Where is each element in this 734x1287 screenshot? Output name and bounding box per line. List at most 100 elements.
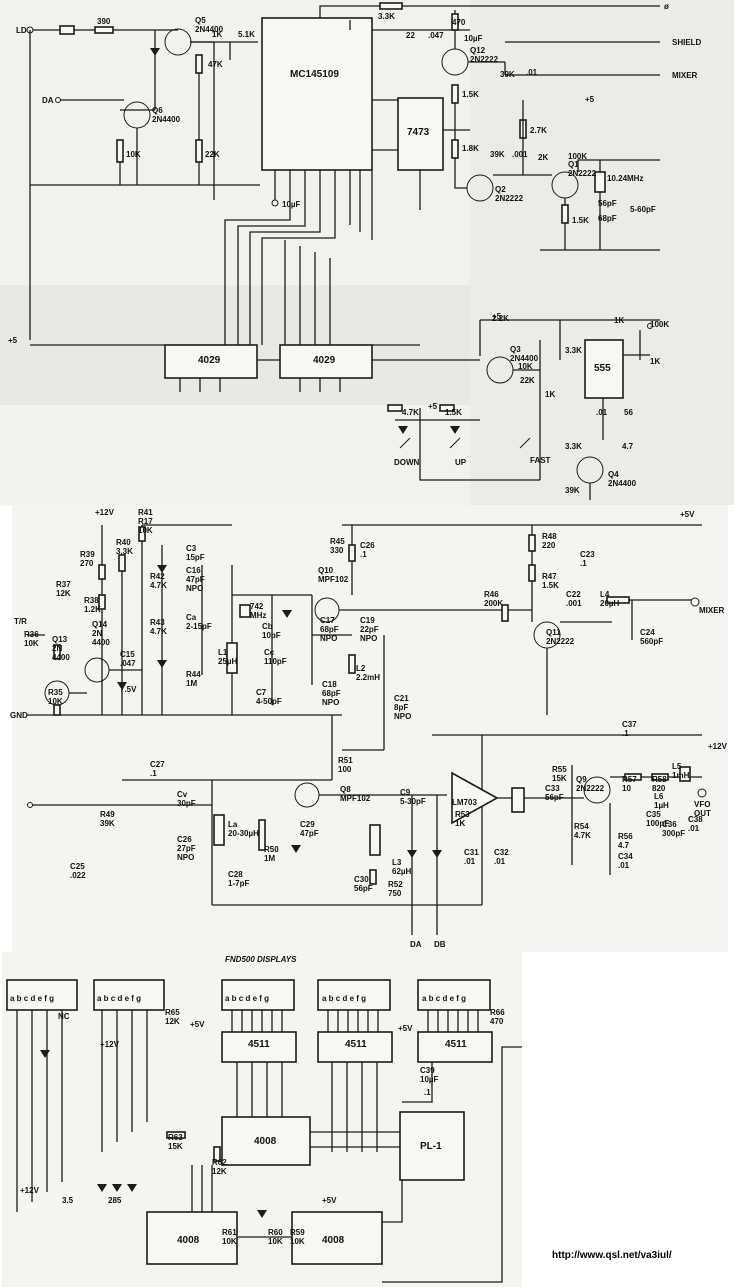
display-schematic-svg (6, 979, 522, 1283)
ic-pl-1 (399, 1111, 465, 1181)
inductor-l4 (606, 596, 630, 604)
transistor-q14 (84, 657, 110, 683)
q13-q14-wires (27, 545, 233, 715)
diode-i (257, 1210, 267, 1218)
diode-b (157, 660, 167, 668)
resistor-1-5k-b (439, 404, 455, 412)
q1-q2-wires (454, 100, 660, 251)
inductor-l3 (369, 824, 381, 856)
display-4 (317, 979, 391, 1011)
led-symbol (59, 25, 75, 35)
resistor-1-8k (451, 139, 459, 159)
diode-e (40, 1050, 50, 1058)
resistor-r40 (118, 554, 126, 572)
ic-555 (584, 339, 624, 399)
c10uf-symbol (271, 199, 279, 207)
jfet-q10 (314, 597, 340, 623)
input-terminal (27, 802, 33, 808)
mc145109-pins (274, 170, 373, 240)
resistor-r63 (166, 1131, 186, 1139)
mixer-output-jack (690, 597, 700, 607)
resistor-r62 (213, 1146, 221, 1162)
zener-7-5v (117, 682, 127, 690)
inductor-l5 (679, 766, 691, 782)
vfo-out-jack (697, 788, 707, 798)
pll-schematic-svg (0, 0, 734, 505)
timer-wires (395, 319, 660, 500)
q5-wires (120, 30, 215, 200)
resistor-1-5k (451, 84, 459, 104)
resistor-r45 (348, 544, 356, 562)
display-3 (221, 979, 295, 1011)
vfo-rails (27, 524, 702, 716)
mc145109-top-wires (319, 5, 660, 31)
resistor-r46 (501, 604, 509, 622)
resistor-r57 (624, 773, 642, 781)
resistor-3-3k (379, 2, 403, 10)
q9-wires (497, 765, 702, 875)
ic-4008-a (221, 1116, 311, 1166)
ic-4008-c (291, 1211, 383, 1265)
resistor-r48 (528, 534, 536, 552)
diode-c (282, 610, 292, 618)
diode-a (157, 565, 167, 573)
left-display-wires (16, 1010, 148, 1212)
resistor-r58 (651, 773, 669, 781)
q11-wires (531, 599, 692, 715)
display-5 (417, 979, 491, 1011)
display-2 (93, 979, 165, 1011)
switch-contacts (399, 437, 531, 449)
transistor-q13 (44, 680, 70, 706)
transistor-q12 (441, 48, 469, 76)
7473-wires (372, 99, 470, 210)
ic-4029-left (164, 344, 258, 379)
diode-q5 (150, 48, 160, 56)
ic-mc145109 (261, 17, 373, 171)
terminal-100k (647, 323, 653, 329)
diode-up (450, 426, 460, 434)
ic-7473 (397, 97, 444, 171)
resistor-r52 (369, 869, 377, 885)
pll-synthesizer-panel (0, 0, 734, 505)
ic-lm703 (451, 771, 499, 825)
da-terminal (55, 97, 61, 103)
inductor-l1 (226, 642, 238, 674)
vfo-schematic-svg (27, 524, 707, 935)
vfo-panel (12, 505, 728, 952)
resistor-r39 (98, 564, 106, 580)
diode-g (112, 1184, 122, 1192)
ic-4511-b (317, 1031, 393, 1063)
ic-4008-b (146, 1211, 238, 1265)
resistor-1-5k-q1 (561, 204, 569, 224)
resistor-r50 (258, 819, 266, 851)
ic-4511-a (221, 1031, 297, 1063)
inductor-l2 (348, 654, 356, 674)
resistor-r47 (528, 564, 536, 582)
display-segment-wires (231, 1010, 479, 1032)
ic-4511-c (417, 1031, 493, 1063)
background-text-column (470, 0, 734, 505)
diode-h (127, 1184, 137, 1192)
resistor-4-7k (387, 404, 403, 412)
inductor-la (213, 814, 225, 846)
transistor-q9 (583, 776, 611, 804)
transistor-q5 (164, 28, 192, 56)
resistor-r35 (53, 704, 61, 716)
display-panel (2, 952, 522, 1287)
source-url[interactable]: http://www.qsl.net/va3iul/ (552, 1250, 672, 1261)
q8-out-wires (319, 794, 447, 935)
transformer-t1 (511, 787, 525, 813)
resistor-390 (94, 26, 114, 34)
resistor-10k (116, 139, 124, 163)
resistor-r41 (138, 526, 146, 542)
resistor-47k (195, 54, 203, 74)
4008-wires (191, 1046, 522, 1283)
diode-down (398, 426, 408, 434)
crystal-742mhz (239, 604, 251, 618)
resistor-470 (451, 13, 459, 31)
resistor-r36 (53, 644, 61, 660)
display-1 (6, 979, 78, 1011)
q10-out-wires (339, 609, 532, 751)
4511-output-wires (236, 1062, 433, 1152)
